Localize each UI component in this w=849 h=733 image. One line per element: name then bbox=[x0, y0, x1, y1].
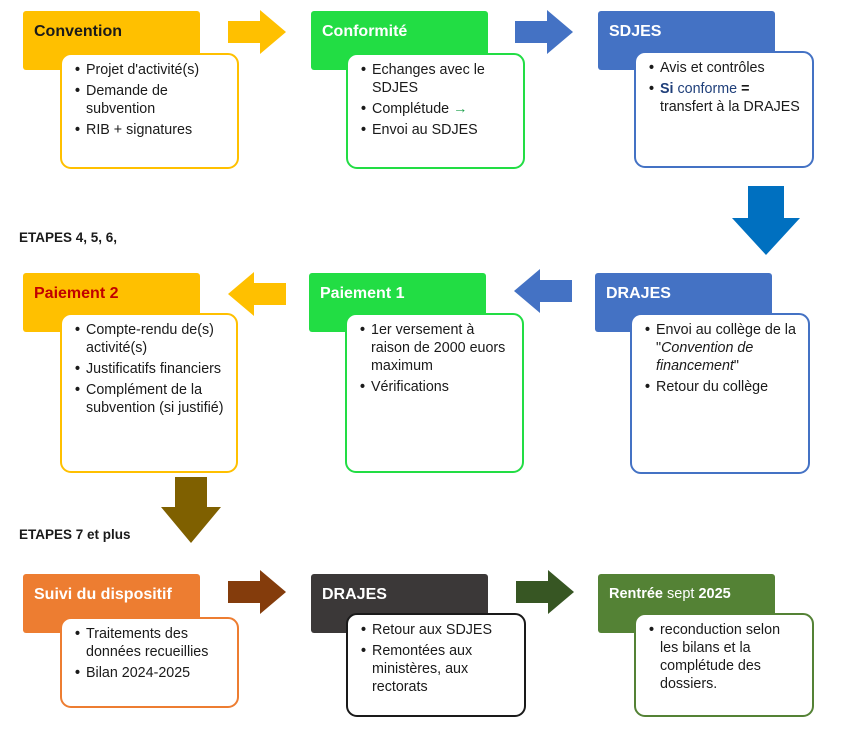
envoi-text: Envoi au collège de la " bbox=[656, 322, 796, 356]
closing-quote: " bbox=[733, 358, 739, 374]
list-item: Projet d'activité(s) bbox=[75, 61, 227, 79]
arrow-down-gold bbox=[161, 477, 221, 543]
list-item: Envoi au collège de la "Convention de fi… bbox=[645, 321, 798, 375]
list-item: Complétude → bbox=[361, 100, 513, 118]
drajes2-title: DRAJES bbox=[322, 586, 387, 603]
conformite-box: Echanges avec le SDJES Complétude → Envo… bbox=[346, 53, 525, 169]
arrow-right-brown bbox=[228, 570, 286, 614]
conforme-word: conforme bbox=[677, 81, 738, 97]
list-item: Complément de la subvention (si justifié… bbox=[75, 381, 226, 417]
etapes-label-7-plus: ETAPES 7 et plus bbox=[19, 527, 131, 542]
list-item: Justificatifs financiers bbox=[75, 360, 226, 378]
list-item: Envoi au SDJES bbox=[361, 121, 513, 139]
sdjes-title: SDJES bbox=[609, 23, 662, 40]
transfer-text: transfert à la DRAJES bbox=[660, 99, 800, 115]
suivi-header: Suivi du dispositif bbox=[23, 574, 200, 633]
year-word: 2025 bbox=[698, 586, 731, 602]
list-item-text: Complétude bbox=[372, 101, 450, 117]
convention-title: Convention bbox=[34, 23, 122, 40]
drajes-list: Envoi au collège de la "Convention de fi… bbox=[645, 321, 798, 396]
list-item: Si conforme = transfert à la DRAJES bbox=[649, 80, 802, 116]
list-item: 1er versement à raison de 2000 euors max… bbox=[360, 321, 512, 375]
sdjes-list: Avis et contrôles Si conforme = transfer… bbox=[649, 59, 802, 116]
arrow-left-blue bbox=[514, 269, 572, 313]
paiement1-box: 1er versement à raison de 2000 euors max… bbox=[345, 313, 524, 473]
list-item: RIB + signatures bbox=[75, 121, 227, 139]
list-item: Remontées aux ministères, aux rectorats bbox=[361, 642, 514, 696]
paiement2-list: Compte-rendu de(s) activité(s) Justifica… bbox=[75, 321, 226, 417]
conformite-list: Echanges avec le SDJES Complétude → Envo… bbox=[361, 61, 513, 139]
arrow-right-blue bbox=[515, 10, 573, 54]
drajes-title: DRAJES bbox=[606, 285, 671, 302]
drajes-box: Envoi au collège de la "Convention de fi… bbox=[630, 313, 810, 474]
list-item: Traitements des données recueillies bbox=[75, 625, 227, 661]
arrow-right-darkgreen bbox=[516, 570, 574, 614]
paiement1-list: 1er versement à raison de 2000 euors max… bbox=[360, 321, 512, 396]
list-item: Bilan 2024-2025 bbox=[75, 664, 227, 682]
rentree-box: reconduction selon les bilans et la comp… bbox=[634, 613, 814, 717]
list-item: reconduction selon les bilans et la comp… bbox=[649, 621, 802, 693]
list-item: Avis et contrôles bbox=[649, 59, 802, 77]
arrow-right-yellow bbox=[228, 10, 286, 54]
list-item: Demande de subvention bbox=[75, 82, 227, 118]
conformite-title: Conformité bbox=[322, 23, 408, 40]
etapes-label-4-5-6: ETAPES 4, 5, 6, bbox=[19, 230, 118, 245]
paiement1-title: Paiement 1 bbox=[320, 285, 405, 302]
list-item: Retour du collège bbox=[645, 378, 798, 396]
arrow-down-blue bbox=[732, 186, 800, 255]
list-item: Vérifications bbox=[360, 378, 512, 396]
equals-sign: = bbox=[741, 81, 750, 97]
drajes2-list: Retour aux SDJES Remontées aux ministère… bbox=[361, 621, 514, 696]
arrow-icon: → bbox=[453, 101, 468, 117]
convention-financement-text: Convention de financement bbox=[656, 340, 754, 374]
paiement2-title: Paiement 2 bbox=[34, 285, 119, 302]
rentree-list: reconduction selon les bilans et la comp… bbox=[649, 621, 802, 693]
list-item: Echanges avec le SDJES bbox=[361, 61, 513, 97]
sept-word: sept bbox=[667, 586, 695, 602]
suivi-list: Traitements des données recueillies Bila… bbox=[75, 625, 227, 682]
si-word: Si bbox=[660, 81, 674, 97]
convention-box: Projet d'activité(s) Demande de subventi… bbox=[60, 53, 239, 169]
drajes2-box: Retour aux SDJES Remontées aux ministère… bbox=[346, 613, 526, 717]
convention-list: Projet d'activité(s) Demande de subventi… bbox=[75, 61, 227, 139]
suivi-title: Suivi du dispositif bbox=[34, 586, 172, 603]
rentree-word: Rentrée bbox=[609, 586, 663, 602]
list-item: Retour aux SDJES bbox=[361, 621, 514, 639]
sdjes-box: Avis et contrôles Si conforme = transfer… bbox=[634, 51, 814, 168]
suivi-box: Traitements des données recueillies Bila… bbox=[60, 617, 239, 708]
list-item: Compte-rendu de(s) activité(s) bbox=[75, 321, 226, 357]
arrow-left-yellow bbox=[228, 272, 286, 316]
paiement2-box: Compte-rendu de(s) activité(s) Justifica… bbox=[60, 313, 238, 473]
